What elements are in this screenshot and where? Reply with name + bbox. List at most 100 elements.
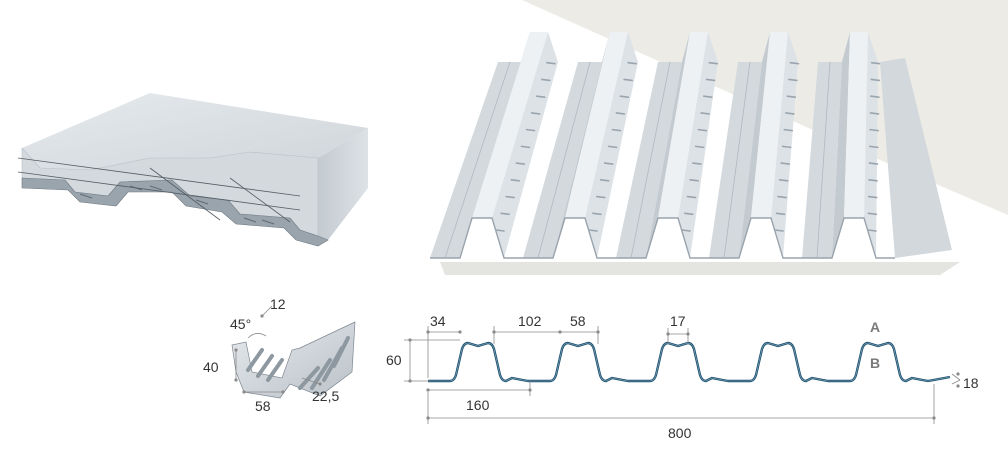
sheet-rib-web-left <box>832 32 850 258</box>
sheet-embossing <box>870 78 881 82</box>
detail-rib-offset-label: 22,5 <box>312 388 339 404</box>
sheet-valley-groove <box>630 61 671 259</box>
sheet-rib-web-right <box>864 32 878 258</box>
sheet-rib-top <box>658 32 708 218</box>
sheet-embossing <box>683 212 694 216</box>
sheet-rib-web-left <box>553 32 610 258</box>
profile-top-width-label: 58 <box>570 313 586 329</box>
sheet-embossing <box>777 195 787 199</box>
sheet-rib-top <box>751 32 788 218</box>
sheet-embossing <box>708 61 719 65</box>
layer-marker-a: A <box>870 319 880 335</box>
sheet-embossing <box>774 229 784 232</box>
slab-side-face <box>318 128 368 240</box>
sheet-valley-groove <box>723 61 751 259</box>
sheet-embossing <box>869 128 879 132</box>
sheet-embossing <box>867 195 878 199</box>
sheet-embossing <box>703 95 713 98</box>
detail-depth-label: 40 <box>203 359 219 375</box>
sheet-embossing <box>535 95 546 98</box>
sheet-end-flange <box>880 58 952 258</box>
sheet-embossing <box>515 162 526 165</box>
sheet-embossing <box>869 145 879 149</box>
sheet-embossing <box>867 212 878 216</box>
sheet-embossing <box>611 128 622 132</box>
detail-angle-label: 45° <box>230 316 251 332</box>
sheet-embossing <box>599 179 610 182</box>
trapezoidal-sheet-illustration <box>430 32 960 275</box>
sheet-embossing <box>520 145 531 149</box>
sheet-embossing <box>785 112 795 115</box>
sheet-embossing <box>705 78 716 82</box>
sheet-rib-web-left <box>646 32 690 258</box>
sheet-embossing <box>505 195 515 199</box>
sheet-front-edge <box>430 217 523 259</box>
sheet-rib-top <box>565 32 628 218</box>
profile-height-label: 60 <box>386 352 402 368</box>
sheet-embossing <box>700 112 710 115</box>
profile-crest-label: 17 <box>670 313 686 329</box>
rib-detail-embossing <box>246 336 350 390</box>
sheet-embossing <box>789 61 800 65</box>
sheet-embossing <box>619 95 630 98</box>
sheet-valley-groove <box>444 61 511 259</box>
sheet-embossing <box>495 229 505 232</box>
sheet-front-edge <box>802 217 895 259</box>
slab-steel-deck <box>21 177 329 247</box>
sheet-embossing <box>868 179 878 182</box>
profile-gap-label: 102 <box>518 313 542 329</box>
sheet-valley <box>616 62 682 258</box>
sheet-embossing <box>623 78 633 82</box>
sheet-rib-top <box>844 32 868 218</box>
rib-detail-dimensions <box>234 305 322 394</box>
sheet-valley <box>709 62 762 258</box>
sheet-embossing <box>775 212 786 216</box>
detail-rib-top-label: 58 <box>255 398 271 414</box>
profile-flange-label: 34 <box>430 313 446 329</box>
layer-marker-b: B <box>870 355 880 371</box>
sheet-embossing <box>786 95 797 98</box>
sheet-rib-web-right <box>585 32 638 258</box>
sheet-rib-web-right <box>492 32 558 258</box>
sheet-embossing <box>780 162 790 165</box>
sheet-embossing <box>592 212 602 216</box>
sheet-embossing <box>694 145 705 149</box>
sheet-valley <box>802 62 842 258</box>
sheet-embossing <box>783 128 794 132</box>
sheet-embossing <box>869 112 880 115</box>
sheet-rib-top <box>472 32 548 218</box>
sheet-embossing <box>778 179 789 182</box>
sheet-embossing <box>692 162 702 165</box>
sheet-embossing <box>870 61 881 65</box>
sheet-embossing <box>681 229 691 232</box>
profile-cross-section: 34 102 58 17 60 160 800 18 A B <box>386 313 979 441</box>
sheet-embossing <box>588 229 598 232</box>
sheet-shadow <box>440 262 960 275</box>
profile-dimension-lines <box>404 326 961 424</box>
sheet-embossing <box>596 195 606 199</box>
sheet-embossing <box>686 195 697 199</box>
sheet-valley <box>430 62 522 258</box>
sheet-embossing <box>615 112 626 115</box>
sheet-valley <box>523 62 602 258</box>
profile-thickness-label: 18 <box>963 375 979 391</box>
sheet-embossing <box>689 179 699 182</box>
sheet-embossing <box>697 128 708 132</box>
sheet-front-edge <box>709 217 802 259</box>
sheet-embossing <box>627 61 637 65</box>
sheet-rib-web-left <box>739 32 770 258</box>
sheet-embossing <box>788 78 798 82</box>
sheet-embossing <box>870 95 880 98</box>
detail-rib-spacing-label: 12 <box>270 296 286 312</box>
sheet-embossing <box>868 162 879 165</box>
sheet-embossing <box>603 162 614 165</box>
composite-slab-illustration <box>17 93 368 247</box>
sheet-valley-groove <box>816 61 831 259</box>
slab-top-surface <box>22 93 368 170</box>
sheet-embossing <box>510 179 521 182</box>
sheet-embossing <box>546 61 556 65</box>
sheet-embossing <box>607 145 618 149</box>
sheet-front-edge <box>616 217 709 259</box>
sheet-embossing <box>525 128 536 132</box>
